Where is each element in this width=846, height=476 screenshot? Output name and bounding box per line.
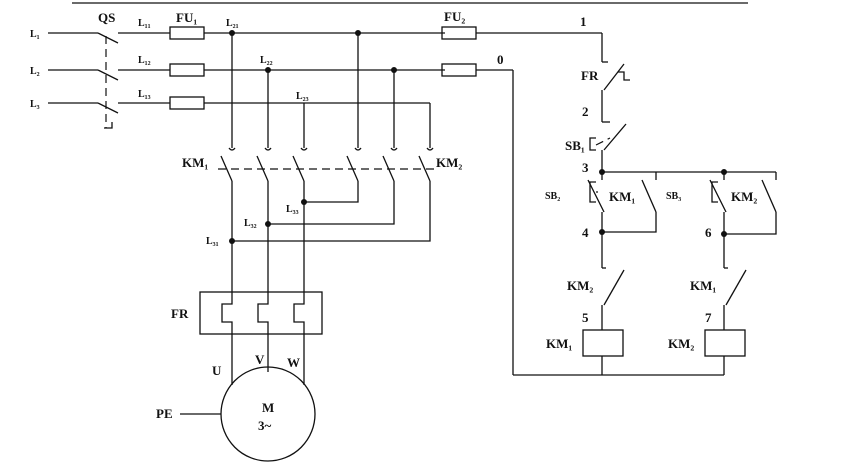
reversing-wiring (229, 181, 431, 292)
fr-nc-contact (601, 61, 630, 122)
label-node-0: 0 (497, 52, 504, 67)
labels: L₁ L₂ L₃ QS L₁₁ L₁₂ L₁₃ FU₁ L₂₁ L₂₂ L₂₃ … (30, 9, 757, 433)
km2-main-contacts (346, 147, 434, 182)
label-km2-main: KM₂ (436, 155, 462, 170)
motor (180, 334, 316, 462)
label-v: V (255, 352, 265, 367)
label-fr-relay: FR (171, 306, 189, 321)
control-bus (599, 169, 777, 180)
label-node-7: 7 (705, 310, 712, 325)
label-node-2: 2 (582, 104, 589, 119)
label-km1-coil: KM₁ (546, 336, 572, 351)
label-pe: PE (156, 406, 173, 421)
label-l3: L₃ (30, 99, 40, 110)
label-l21: L₂₁ (226, 18, 239, 29)
label-l31: L₃₁ (206, 236, 219, 247)
label-motor-type: 3~ (258, 418, 272, 433)
junction-dots (229, 30, 397, 73)
label-l22: L₂₂ (260, 55, 273, 66)
label-node-3: 3 (582, 160, 589, 175)
label-km2-coil: KM₂ (668, 336, 694, 351)
fu1-fuses (169, 26, 445, 110)
fu2-fuses (441, 26, 602, 77)
label-fu2: FU₂ (444, 9, 465, 24)
label-l11: L₁₁ (138, 18, 151, 29)
label-l1: L₁ (30, 29, 40, 40)
label-l32: L₃₂ (244, 218, 257, 229)
sb1-stop-button (589, 121, 627, 172)
label-node-4: 4 (582, 225, 589, 240)
label-l12: L₁₂ (138, 55, 151, 66)
label-km1-main: KM₁ (182, 155, 208, 170)
km1-main-contacts (220, 147, 308, 182)
forward-rung (582, 172, 657, 375)
label-node-6: 6 (705, 225, 712, 240)
label-l23: L₂₃ (296, 91, 309, 102)
label-motor-m: M (262, 400, 274, 415)
label-sb2: SB₂ (545, 191, 560, 202)
label-sb1: SB₁ (565, 138, 585, 153)
label-fu1: FU₁ (176, 10, 197, 25)
label-qs: QS (98, 10, 115, 25)
reverse-rung (704, 172, 777, 375)
label-w: W (287, 355, 300, 370)
label-fr-contact: FR (581, 68, 599, 83)
label-node-1: 1 (580, 14, 587, 29)
control-wiring (512, 33, 724, 376)
label-l33: L₃₃ (286, 204, 299, 215)
label-l2: L₂ (30, 66, 40, 77)
fr-thermal-relay (199, 291, 323, 335)
label-node-5: 5 (582, 310, 589, 325)
label-km2-hold: KM₂ (731, 189, 757, 204)
label-sb3: SB₃ (666, 191, 681, 202)
label-l13: L₁₃ (138, 89, 151, 100)
label-km2-interlock: KM₂ (567, 278, 593, 293)
qs-switch (97, 32, 170, 129)
label-u: U (212, 363, 222, 378)
supply-lines (48, 32, 98, 104)
branch-drops (231, 33, 431, 148)
label-km1-interlock: KM₁ (690, 278, 716, 293)
label-km1-hold: KM₁ (609, 189, 635, 204)
